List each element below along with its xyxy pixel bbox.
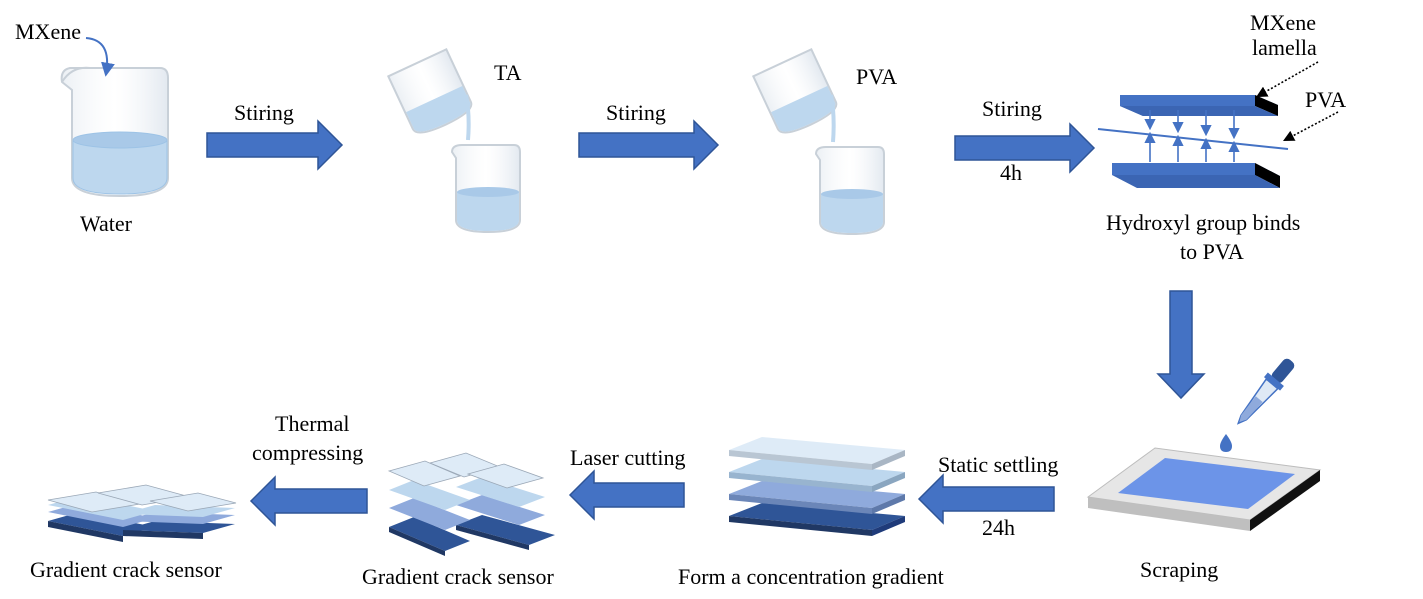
pva-receiving-beaker-icon <box>814 146 885 236</box>
dropper-icon <box>1220 358 1295 452</box>
scraping-label: Scraping <box>1140 557 1218 582</box>
static-settling-arrow <box>917 473 1055 525</box>
laser-cutting-label: Laser cutting <box>570 445 685 470</box>
pva-pouring-beaker-icon <box>751 47 838 143</box>
thermal-compressing-arrow <box>249 475 368 527</box>
laser-cutting-arrow <box>568 469 685 521</box>
water-label: Water <box>80 211 133 236</box>
stiring-label-1: Stiring <box>234 100 294 125</box>
binds-label-line2: to PVA <box>1180 239 1244 264</box>
mxene-pour-arrow <box>85 37 115 77</box>
thermal-label-line1: Thermal <box>275 411 350 436</box>
mxene-label: MXene <box>15 19 81 44</box>
time-4h-label: 4h <box>1000 160 1022 185</box>
mxene-lamella-label-line1: MXene <box>1250 10 1316 35</box>
sensor-final-label: Gradient crack sensor <box>30 557 222 582</box>
sensor-middle-label: Gradient crack sensor <box>362 564 554 589</box>
stiring-arrow-3 <box>954 122 1096 174</box>
binds-label-line1: Hydroxyl group binds <box>1106 210 1300 235</box>
ta-pouring-beaker-icon <box>386 47 473 141</box>
final-sensor-array <box>47 484 237 542</box>
mxene-lamella-diagram <box>1097 61 1339 188</box>
pva-add-label: PVA <box>856 64 897 89</box>
ta-receiving-beaker-icon <box>450 144 521 234</box>
static-settling-label: Static settling <box>938 452 1058 477</box>
stiring-arrow-2 <box>578 119 720 171</box>
concentration-gradient-stack <box>729 437 905 536</box>
ta-label: TA <box>494 60 522 85</box>
time-24h-label: 24h <box>982 515 1015 540</box>
mxene-lamella-label-line2: lamella <box>1252 35 1317 60</box>
water-beaker-icon <box>60 66 169 198</box>
cut-sensor-array <box>387 452 555 556</box>
down-arrow <box>1156 290 1206 400</box>
stiring-arrow-1 <box>206 119 344 171</box>
stiring-label-2: Stiring <box>606 100 666 125</box>
concentration-label: Form a concentration gradient <box>678 564 944 589</box>
pva-chain-label: PVA <box>1305 87 1346 112</box>
thermal-label-line2: compressing <box>252 440 363 465</box>
scraping-substrate <box>1086 447 1322 531</box>
stiring-label-3: Stiring <box>982 96 1042 121</box>
